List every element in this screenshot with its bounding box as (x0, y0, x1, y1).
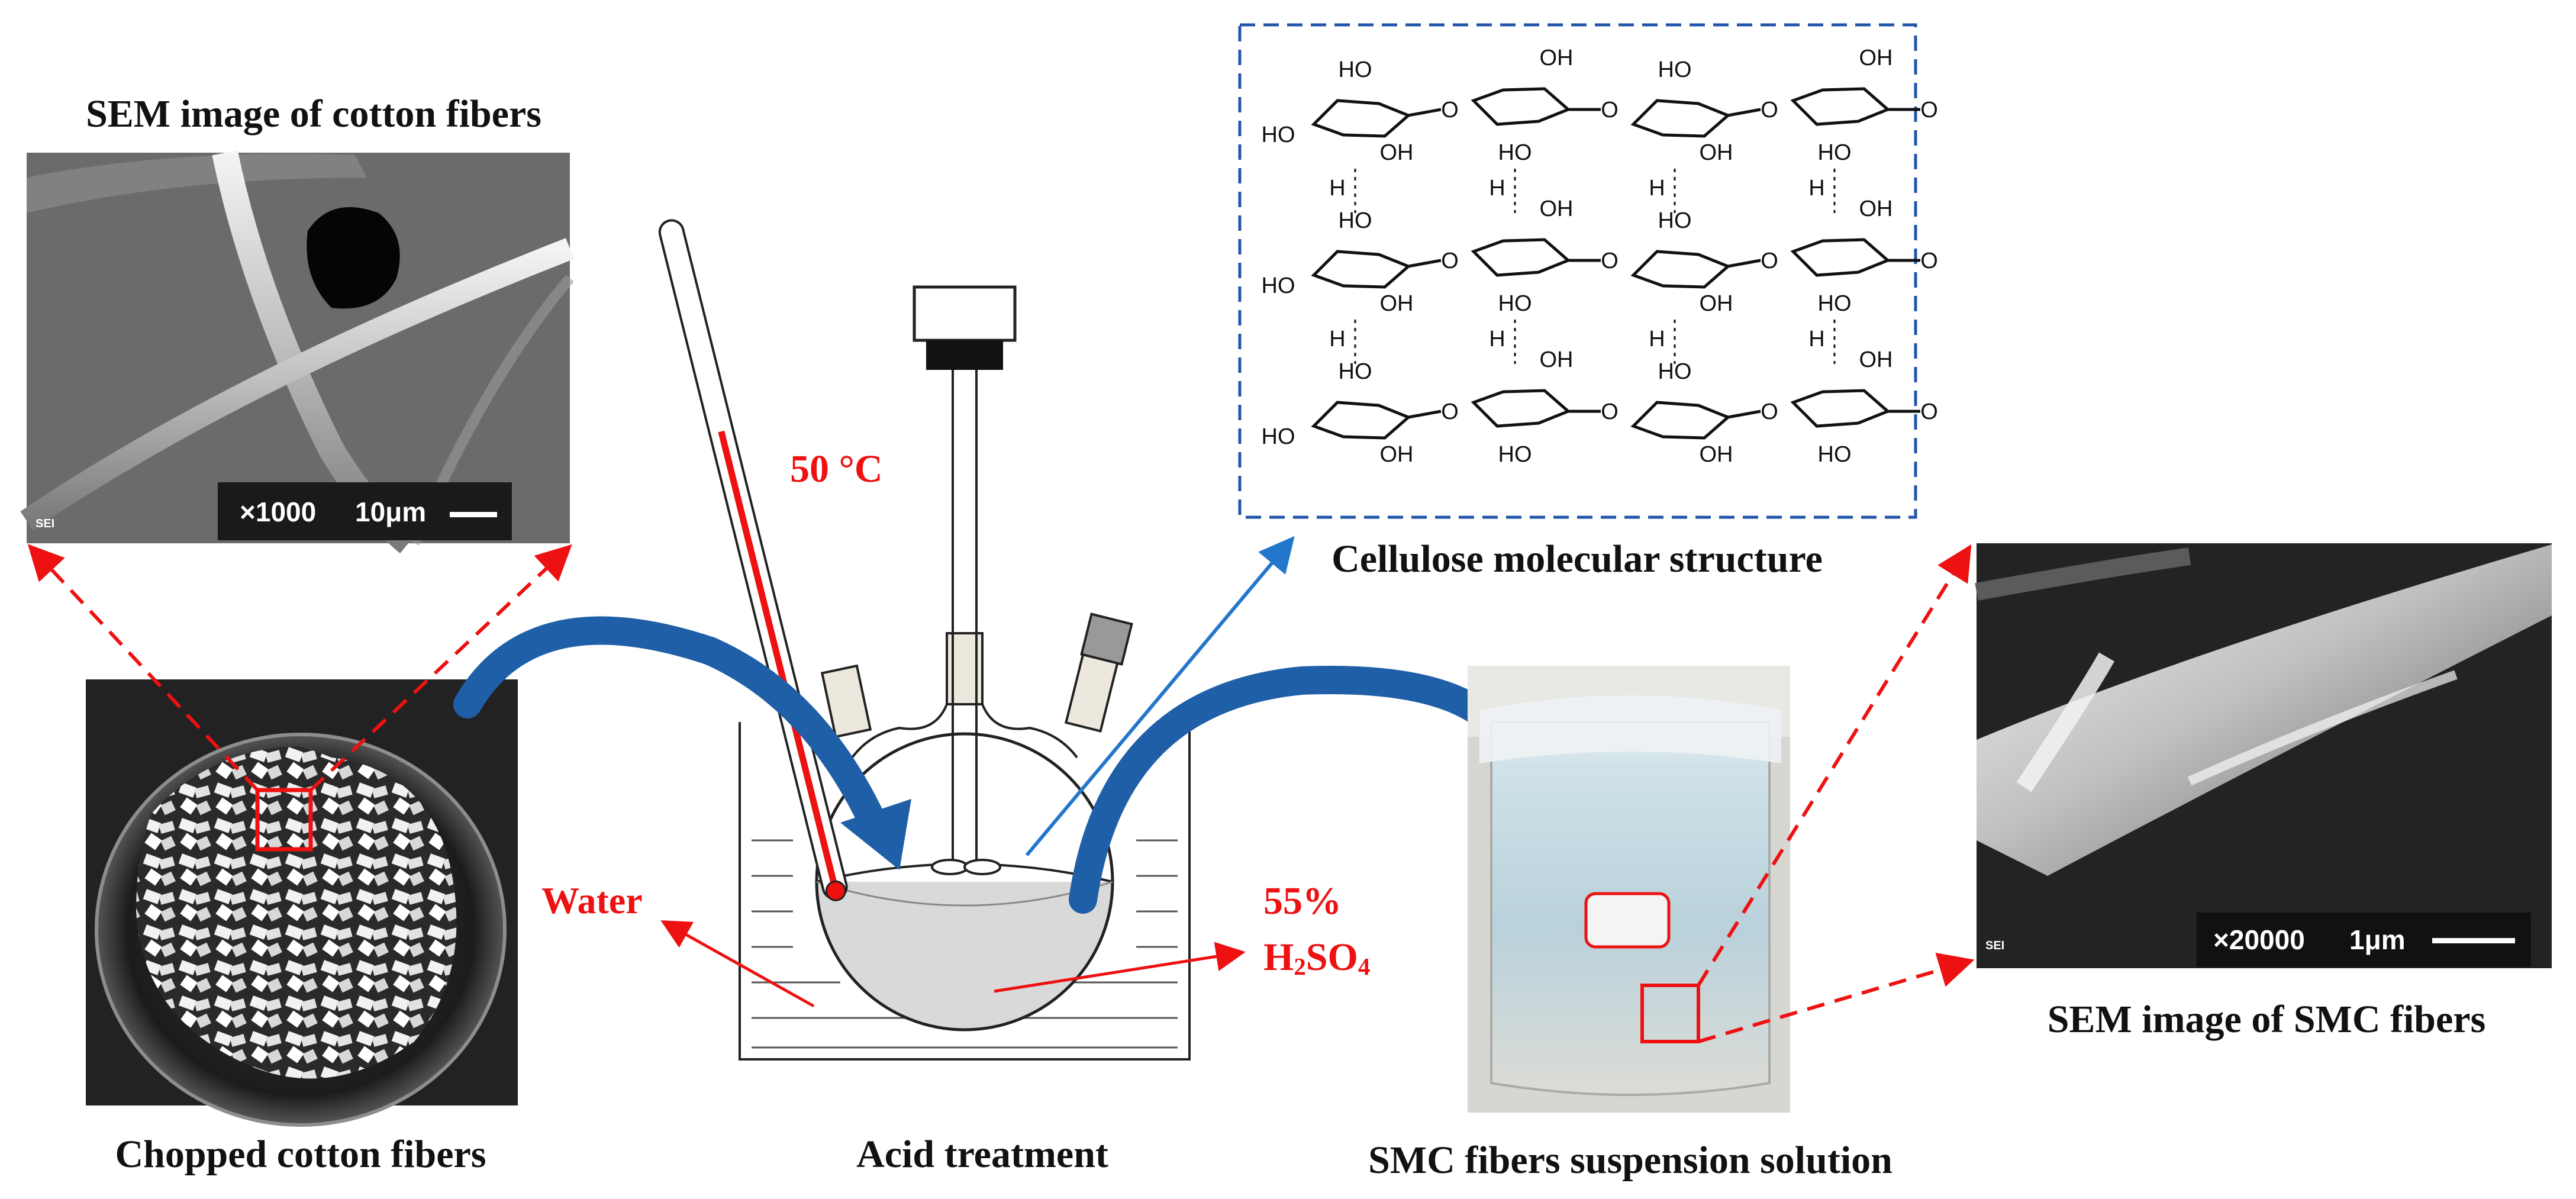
acid-concentration-label: 55% (1263, 879, 1342, 923)
hydroxyl-group: HO (1498, 140, 1532, 165)
sem-cotton-image (20, 150, 574, 553)
oxygen-atom: O (1920, 399, 1938, 424)
hydroxyl-group: OH (1700, 291, 1733, 316)
glycosidic-bond (1727, 108, 1761, 117)
hydroxyl-group: OH (1540, 196, 1574, 221)
sem-smc-scale: 1μm (2349, 924, 2406, 955)
chopped-cotton-label: Chopped cotton fibers (115, 1133, 486, 1176)
hydrogen-atom: H (1808, 176, 1824, 201)
sem-smc-detector: SEI (1985, 939, 2005, 952)
hydroxyl-group: OH (1859, 196, 1893, 221)
oxygen-atom: O (1441, 98, 1459, 123)
hydroxyl-group: OH (1859, 46, 1893, 70)
pointer-to-cellulose (1025, 536, 1295, 856)
acid-formula-label: H2SO4 (1263, 936, 1371, 981)
cellulose-structure-label: Cellulose molecular structure (1331, 537, 1823, 581)
oxygen-atom: O (1920, 98, 1938, 123)
hydroxyl-group: OH (1380, 140, 1414, 165)
oxygen-atom: O (1441, 399, 1459, 424)
sem-cotton-detector: SEI (36, 517, 55, 530)
sem-cotton-scale: 10μm (355, 497, 427, 527)
hydroxyl-group: OH (1540, 46, 1574, 70)
chopped-cotton-photo (86, 679, 518, 1127)
hydroxyl-group: HO (1339, 208, 1372, 233)
glycosidic-bond (1408, 259, 1442, 268)
oxygen-atom: O (1601, 98, 1619, 123)
smc-suspension-photo (1468, 666, 1790, 1113)
glycosidic-bond (1727, 259, 1761, 268)
hydroxyl-group: HO (1818, 442, 1852, 467)
hydroxyl-group: HO (1818, 140, 1852, 165)
hydroxyl-group: HO (1339, 57, 1372, 82)
hydrogen-atom: H (1489, 176, 1505, 201)
hydroxyl-group: OH (1540, 347, 1574, 372)
glycosidic-bond (1727, 410, 1761, 419)
hydroxyl-group: HO (1498, 291, 1532, 316)
hydroxyl-group: HO (1658, 57, 1692, 82)
acid-treatment-apparatus (658, 219, 1191, 1061)
hydroxyl-group: OH (1700, 442, 1733, 467)
hydrogen-atom: H (1489, 327, 1505, 352)
hydrogen-atom: H (1649, 327, 1665, 352)
hydrogen-atom: H (1329, 176, 1345, 201)
hydrogen-atom: H (1329, 327, 1345, 352)
oxygen-atom: O (1761, 249, 1778, 273)
hydroxyl-group: OH (1700, 140, 1733, 165)
oxygen-atom: O (1761, 399, 1778, 424)
sem-smc-magnification: ×20000 (2213, 924, 2305, 955)
sem-smc-image (1975, 543, 2552, 968)
temperature-label: 50 °C (790, 447, 883, 491)
acid-treatment-label: Acid treatment (856, 1133, 1108, 1176)
pointer-to-acid (994, 942, 1246, 993)
oxygen-atom: O (1601, 249, 1619, 273)
sem-cotton-magnification: ×1000 (240, 497, 317, 527)
water-label: Water (541, 879, 643, 921)
hydrogen-atom: H (1808, 327, 1824, 352)
oxygen-atom: O (1601, 399, 1619, 424)
hydroxyl-group: OH (1859, 347, 1893, 372)
oxygen-atom: O (1920, 249, 1938, 273)
sem-cotton-title: SEM image of cotton fibers (86, 92, 541, 136)
glycosidic-bond (1408, 108, 1442, 117)
hydroxyl-group: HO (1658, 208, 1692, 233)
hydroxyl-group: HO (1658, 359, 1692, 384)
sem-smc-title: SEM image of SMC fibers (2047, 998, 2486, 1041)
hydroxyl-group: HO (1818, 291, 1852, 316)
hydroxyl-group: HO (1262, 273, 1295, 298)
hydroxyl-group: HO (1262, 123, 1295, 147)
cotton-zoom-indicator (27, 544, 572, 852)
oxygen-atom: O (1441, 249, 1459, 273)
smc-suspension-label: SMC fibers suspension solution (1368, 1139, 1892, 1182)
smc-zoom-indicator (1697, 544, 1975, 1043)
pointer-to-water (660, 920, 815, 1008)
hydroxyl-group: OH (1380, 291, 1414, 316)
hydroxyl-group: OH (1380, 442, 1414, 467)
hydroxyl-group: HO (1262, 424, 1295, 449)
hydrogen-atom: H (1649, 176, 1665, 201)
glycosidic-bond (1408, 410, 1442, 419)
hydroxyl-group: HO (1339, 359, 1372, 384)
hydroxyl-group: HO (1498, 442, 1532, 467)
flow-arrow-to-flask (453, 616, 911, 870)
oxygen-atom: O (1761, 98, 1778, 123)
